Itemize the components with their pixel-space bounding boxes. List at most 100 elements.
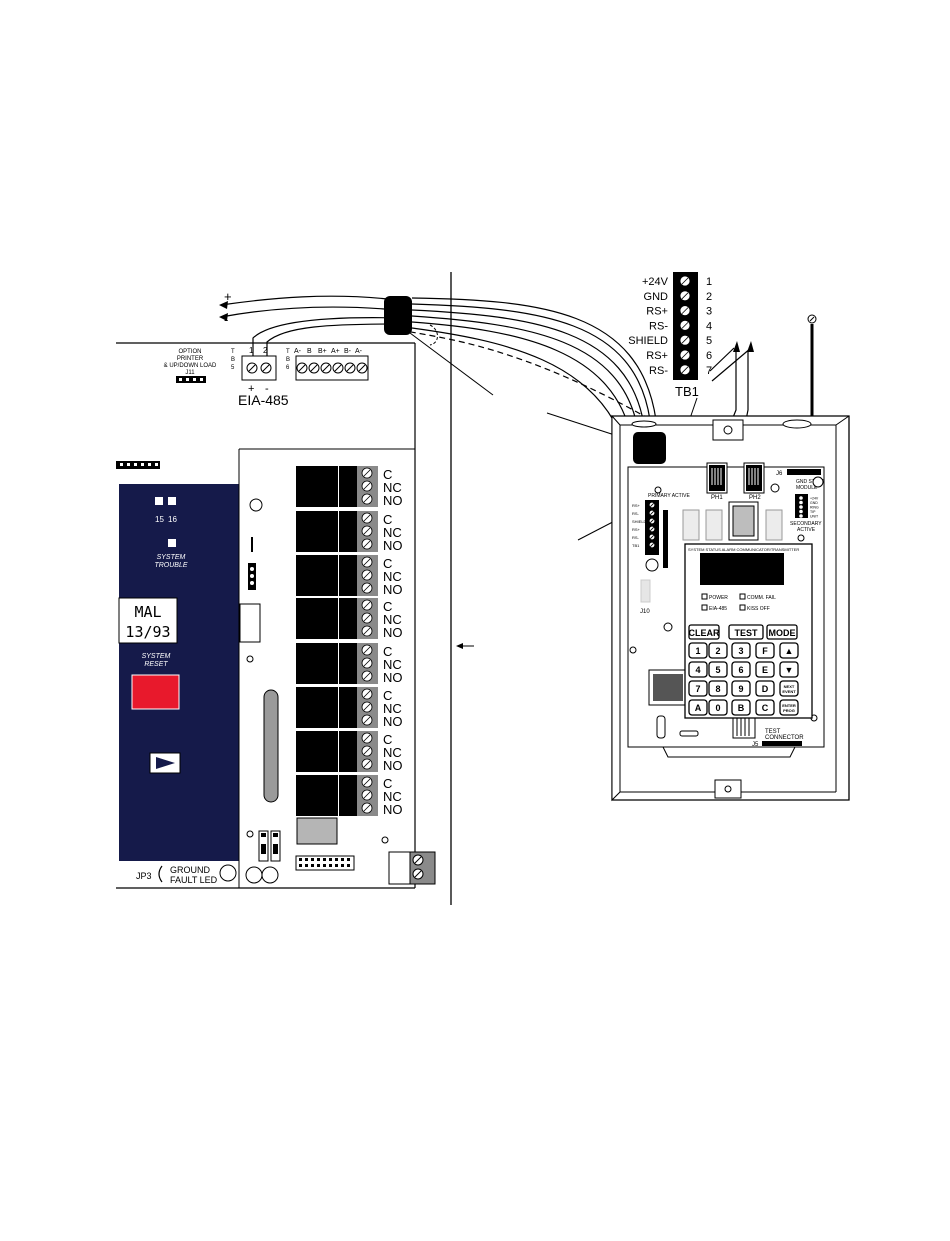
svg-text:F: F bbox=[762, 646, 768, 656]
tb1-terminal-7: RS- 7 bbox=[649, 364, 712, 377]
svg-text:TB1: TB1 bbox=[675, 384, 699, 399]
tb1-terminal-number: 1 bbox=[706, 276, 712, 288]
relay-contact-no: NO bbox=[383, 670, 403, 685]
svg-text:4: 4 bbox=[695, 665, 700, 675]
svg-text:GND START: GND START bbox=[796, 479, 824, 485]
tb1-signal-label: SHIELD bbox=[628, 335, 668, 347]
svg-text:POWER: POWER bbox=[709, 595, 728, 601]
left-connector bbox=[116, 461, 160, 469]
relay-contact-nc: NC bbox=[383, 569, 402, 584]
relay-contact-no: NO bbox=[383, 625, 403, 640]
tb1-signal-label: RS- bbox=[649, 320, 668, 332]
key-1[interactable]: 1 bbox=[688, 642, 708, 659]
key-mode[interactable]: MODE bbox=[766, 624, 798, 640]
play-arrow-icon bbox=[149, 752, 181, 774]
svg-text:ACTIVE: ACTIVE bbox=[797, 527, 816, 533]
key-f[interactable]: F bbox=[755, 642, 775, 659]
key-a[interactable]: A bbox=[688, 699, 708, 716]
key-8[interactable]: 8 bbox=[708, 680, 728, 697]
tb1-terminal-number: 4 bbox=[706, 320, 712, 332]
key--[interactable]: ▲ bbox=[779, 642, 799, 659]
key-2[interactable]: 2 bbox=[708, 642, 728, 659]
svg-text:CLEAR: CLEAR bbox=[689, 628, 720, 638]
key-e[interactable]: E bbox=[755, 661, 775, 678]
tb1-signal-label: RS- bbox=[649, 365, 668, 377]
key-test[interactable]: TEST bbox=[728, 624, 764, 640]
key--[interactable]: ▼ bbox=[779, 661, 799, 678]
svg-text:SYSTEM: SYSTEM bbox=[157, 554, 186, 561]
key-b[interactable]: B bbox=[731, 699, 751, 716]
left-pin-label: SHIELD bbox=[632, 519, 647, 524]
facp-main-board: OPTION PRINTER & UP/DOWN LOAD J11 T B 5 … bbox=[116, 342, 436, 889]
relay-contact-no: NO bbox=[383, 538, 403, 553]
svg-text:+: + bbox=[248, 383, 254, 395]
key-d[interactable]: D bbox=[755, 680, 775, 697]
key-c[interactable]: C bbox=[755, 699, 775, 716]
svg-text:1: 1 bbox=[249, 346, 254, 355]
relay-contact-no: NO bbox=[383, 582, 403, 597]
svg-text:B: B bbox=[231, 357, 235, 363]
system-reset-button[interactable] bbox=[131, 674, 180, 710]
right-pin-label: UNIT bbox=[810, 515, 819, 519]
key-5[interactable]: 5 bbox=[708, 661, 728, 678]
svg-text:T: T bbox=[231, 349, 235, 355]
svg-text:D: D bbox=[762, 684, 769, 694]
svg-text:2: 2 bbox=[263, 346, 268, 355]
svg-text:0: 0 bbox=[715, 703, 720, 713]
tb1-terminal-number: 3 bbox=[706, 306, 712, 318]
key-0[interactable]: 0 bbox=[708, 699, 728, 716]
svg-text:PRIMARY ACTIVE: PRIMARY ACTIVE bbox=[648, 493, 690, 499]
tb5-label: T B 5 bbox=[231, 349, 235, 371]
wiring-harness bbox=[220, 295, 661, 525]
relay-contact-c: C bbox=[383, 512, 392, 527]
svg-text:MODULE: MODULE bbox=[796, 485, 818, 491]
relay-contact-nc: NC bbox=[383, 701, 402, 716]
svg-text:EIA-485: EIA-485 bbox=[709, 606, 727, 612]
svg-text:8: 8 bbox=[715, 684, 720, 694]
minus-wire-label: - bbox=[224, 312, 228, 327]
svg-text:CONNECTOR: CONNECTOR bbox=[765, 735, 804, 741]
svg-text:SECONDARY: SECONDARY bbox=[790, 521, 822, 527]
eia-485-label: EIA-485 bbox=[238, 392, 289, 408]
key-9[interactable]: 9 bbox=[731, 680, 751, 697]
mal-label-sticker: MAL 13/93 bbox=[118, 597, 178, 644]
svg-text:PH1: PH1 bbox=[711, 495, 723, 501]
svg-text:TEST: TEST bbox=[734, 628, 758, 638]
key-clear[interactable]: CLEAR bbox=[688, 624, 720, 640]
tb6-label: T B 6 bbox=[286, 349, 290, 371]
svg-text:16: 16 bbox=[168, 515, 177, 524]
svg-text:& UP/DOWN LOAD: & UP/DOWN LOAD bbox=[164, 363, 217, 369]
svg-text:A-: A- bbox=[294, 348, 302, 355]
svg-text:COMM. FAIL: COMM. FAIL bbox=[747, 595, 776, 601]
relay-contact-c: C bbox=[383, 599, 392, 614]
svg-text:EVENT: EVENT bbox=[782, 689, 796, 694]
left-pin-label: RS- bbox=[632, 511, 640, 516]
svg-text:KISS OFF: KISS OFF bbox=[747, 606, 770, 612]
tb1-terminal-6: RS+6 bbox=[646, 349, 712, 362]
key-6[interactable]: 6 bbox=[731, 661, 751, 678]
svg-text:ENTER: ENTER bbox=[782, 703, 796, 708]
tb1-terminal-number: 2 bbox=[706, 291, 712, 303]
key-4[interactable]: 4 bbox=[688, 661, 708, 678]
tb1-signal-label: +24V bbox=[642, 276, 669, 288]
relay-contact-nc: NC bbox=[383, 612, 402, 627]
svg-text:▲: ▲ bbox=[785, 646, 794, 656]
left-pin-label: TB1 bbox=[632, 543, 640, 548]
svg-text:SYSTEM STATUS ALARM COMMUNICAT: SYSTEM STATUS ALARM COMMUNICATOR/TRANSMI… bbox=[688, 547, 799, 552]
relay-board bbox=[238, 448, 436, 888]
key-3[interactable]: 3 bbox=[731, 642, 751, 659]
tb1-terminal-number: 7 bbox=[706, 365, 712, 377]
key-7[interactable]: 7 bbox=[688, 680, 708, 697]
svg-text:9: 9 bbox=[738, 684, 743, 694]
svg-text:MAL: MAL bbox=[134, 603, 161, 621]
svg-text:7: 7 bbox=[695, 684, 700, 694]
